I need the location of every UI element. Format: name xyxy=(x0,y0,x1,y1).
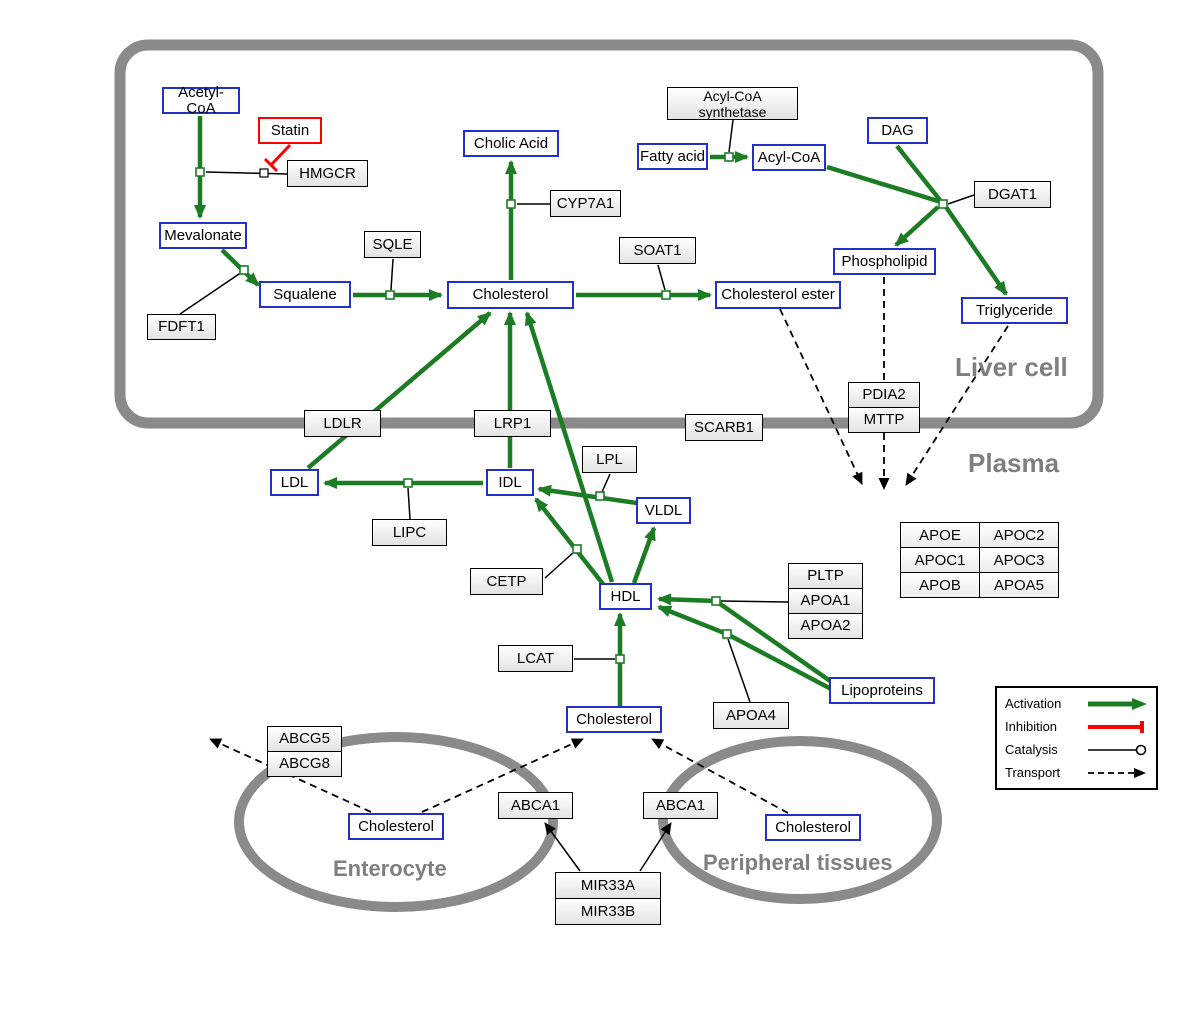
enterocyte-label: Enterocyte xyxy=(333,856,447,881)
apo-cell[interactable]: APOB xyxy=(900,572,980,598)
apo-cell[interactable]: APOE xyxy=(900,522,980,548)
node-abcg5[interactable]: ABCG5 xyxy=(267,726,342,752)
anchor-points xyxy=(195,152,948,664)
node-lrp1[interactable]: LRP1 xyxy=(474,410,551,437)
legend-transport: Transport xyxy=(1005,762,1148,784)
node-cholesterol-liver[interactable]: Cholesterol xyxy=(447,281,574,309)
node-soat1[interactable]: SOAT1 xyxy=(619,237,696,264)
mir33-arrows xyxy=(544,822,672,872)
node-apoa4[interactable]: APOA4 xyxy=(713,702,789,729)
node-apoa1[interactable]: APOA1 xyxy=(788,588,863,614)
liver-cell-outline xyxy=(114,39,1104,429)
node-ldl[interactable]: LDL xyxy=(270,469,319,496)
node-triglyceride[interactable]: Triglyceride xyxy=(961,297,1068,324)
node-cholic-acid[interactable]: Cholic Acid xyxy=(463,130,559,157)
inhibition-tbar-icon xyxy=(1088,720,1144,733)
apo-cell[interactable]: APOC1 xyxy=(900,547,980,573)
catalysis-circle-icon xyxy=(1088,744,1147,755)
transport-edges xyxy=(209,277,1009,814)
node-abca1-enterocyte[interactable]: ABCA1 xyxy=(498,792,573,819)
legend-catalysis-label: Catalysis xyxy=(1005,742,1058,757)
node-cetp[interactable]: CETP xyxy=(470,568,543,595)
plasma-label: Plasma xyxy=(968,448,1060,478)
apolipoprotein-table: APOE APOC2 APOC1 APOC3 APOB APOA5 xyxy=(900,522,1059,598)
activation-edges xyxy=(194,116,1008,707)
node-acyl-coa-synthetase[interactable]: Acyl-CoA synthetase xyxy=(667,87,798,120)
node-lcat[interactable]: LCAT xyxy=(498,645,573,672)
node-fdft1[interactable]: FDFT1 xyxy=(147,314,216,340)
node-mttp[interactable]: MTTP xyxy=(848,407,920,433)
node-ldlr[interactable]: LDLR xyxy=(304,410,381,437)
node-abcg8[interactable]: ABCG8 xyxy=(267,751,342,777)
node-lipc[interactable]: LIPC xyxy=(372,519,447,546)
node-hmgcr[interactable]: HMGCR xyxy=(287,160,368,187)
node-apoa2[interactable]: APOA2 xyxy=(788,613,863,639)
node-pltp[interactable]: PLTP xyxy=(788,563,863,589)
legend-inhibition-label: Inhibition xyxy=(1005,719,1058,734)
node-sqle[interactable]: SQLE xyxy=(364,231,421,258)
enterocyte-outline xyxy=(234,732,558,912)
node-cyp7a1[interactable]: CYP7A1 xyxy=(550,190,621,217)
node-cholesterol-enterocyte[interactable]: Cholesterol xyxy=(348,813,444,840)
node-dag[interactable]: DAG xyxy=(867,117,928,144)
node-phospholipid[interactable]: Phospholipid xyxy=(833,248,936,275)
node-cholesterol-peripheral[interactable]: Cholesterol xyxy=(765,814,861,841)
compartment-outlines xyxy=(114,39,1104,912)
node-scarb1[interactable]: SCARB1 xyxy=(685,414,763,441)
node-acyl-coa[interactable]: Acyl-CoA xyxy=(752,144,826,171)
node-cholesterol-plasma[interactable]: Cholesterol xyxy=(566,706,662,733)
node-abca1-peripheral[interactable]: ABCA1 xyxy=(643,792,718,819)
inhibition-edge xyxy=(263,143,292,173)
node-statin[interactable]: Statin xyxy=(258,117,322,144)
peripheral-tissues-outline xyxy=(658,736,942,904)
node-mir33b[interactable]: MIR33B xyxy=(555,898,661,925)
catalysis-anchor xyxy=(259,168,269,178)
node-hdl[interactable]: HDL xyxy=(599,583,652,610)
liver-cell-label: Liver cell xyxy=(955,352,1068,382)
legend-catalysis: Catalysis xyxy=(1005,739,1148,761)
node-mir33a[interactable]: MIR33A xyxy=(555,872,661,899)
catalysis-lines xyxy=(179,119,975,703)
node-pdia2[interactable]: PDIA2 xyxy=(848,382,920,408)
node-cholesterol-ester[interactable]: Cholesterol ester xyxy=(715,281,841,309)
node-lpl[interactable]: LPL xyxy=(582,446,637,473)
apo-cell[interactable]: APOC3 xyxy=(979,547,1059,573)
node-vldl[interactable]: VLDL xyxy=(636,497,691,524)
node-idl[interactable]: IDL xyxy=(486,469,534,496)
apo-cell[interactable]: APOA5 xyxy=(979,572,1059,598)
node-squalene[interactable]: Squalene xyxy=(259,281,351,308)
node-lipoproteins[interactable]: Lipoproteins xyxy=(829,677,935,704)
activation-arrow-icon xyxy=(1088,697,1147,710)
legend-inhibition: Inhibition xyxy=(1005,716,1148,738)
transport-dashed-arrow-icon xyxy=(1088,767,1146,778)
legend-activation-label: Activation xyxy=(1005,696,1062,711)
legend-transport-label: Transport xyxy=(1005,765,1061,780)
node-fatty-acid[interactable]: Fatty acid xyxy=(637,143,708,170)
apo-cell[interactable]: APOC2 xyxy=(979,522,1059,548)
legend: Activation Inhibition Catalysis Transpor… xyxy=(995,686,1158,790)
node-mevalonate[interactable]: Mevalonate xyxy=(159,222,247,249)
node-dgat1[interactable]: DGAT1 xyxy=(974,181,1051,208)
peripheral-tissues-label: Peripheral tissues xyxy=(703,850,893,875)
node-acetyl-coa[interactable]: Acetyl-CoA xyxy=(162,84,240,116)
legend-activation: Activation xyxy=(1005,693,1148,715)
